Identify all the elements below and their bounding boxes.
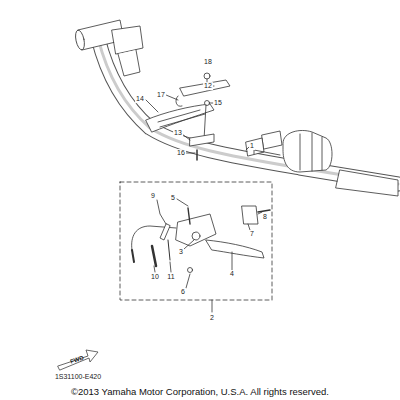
figure-code: 1S31100-E420 (54, 373, 102, 381)
callout-number: 9 (150, 192, 156, 200)
callout-number: 6 (180, 288, 186, 296)
callout-number: 2 (209, 314, 215, 322)
callout-number: 13 (173, 129, 183, 137)
callout-number: 17 (156, 91, 166, 99)
copyright-note: ©2013 Yamaha Motor Corporation, U.S.A. A… (70, 387, 330, 397)
callout-number: 7 (249, 230, 255, 238)
callout-number: 8 (262, 213, 268, 221)
callout-number: 4 (229, 270, 235, 278)
callout-number: 11 (166, 273, 175, 281)
callout-number: 5 (170, 194, 176, 202)
callout-number: 18 (203, 58, 213, 66)
callout-number: 15 (213, 99, 223, 107)
callout-number: 14 (135, 95, 145, 103)
callout-number: 3 (178, 248, 184, 256)
callout-number: 1 (249, 142, 255, 150)
callout-number: 12 (203, 82, 213, 90)
callout-number: 16 (176, 149, 186, 157)
direction-arrow-label: FWD (69, 354, 86, 365)
callout-number: 10 (150, 273, 160, 281)
